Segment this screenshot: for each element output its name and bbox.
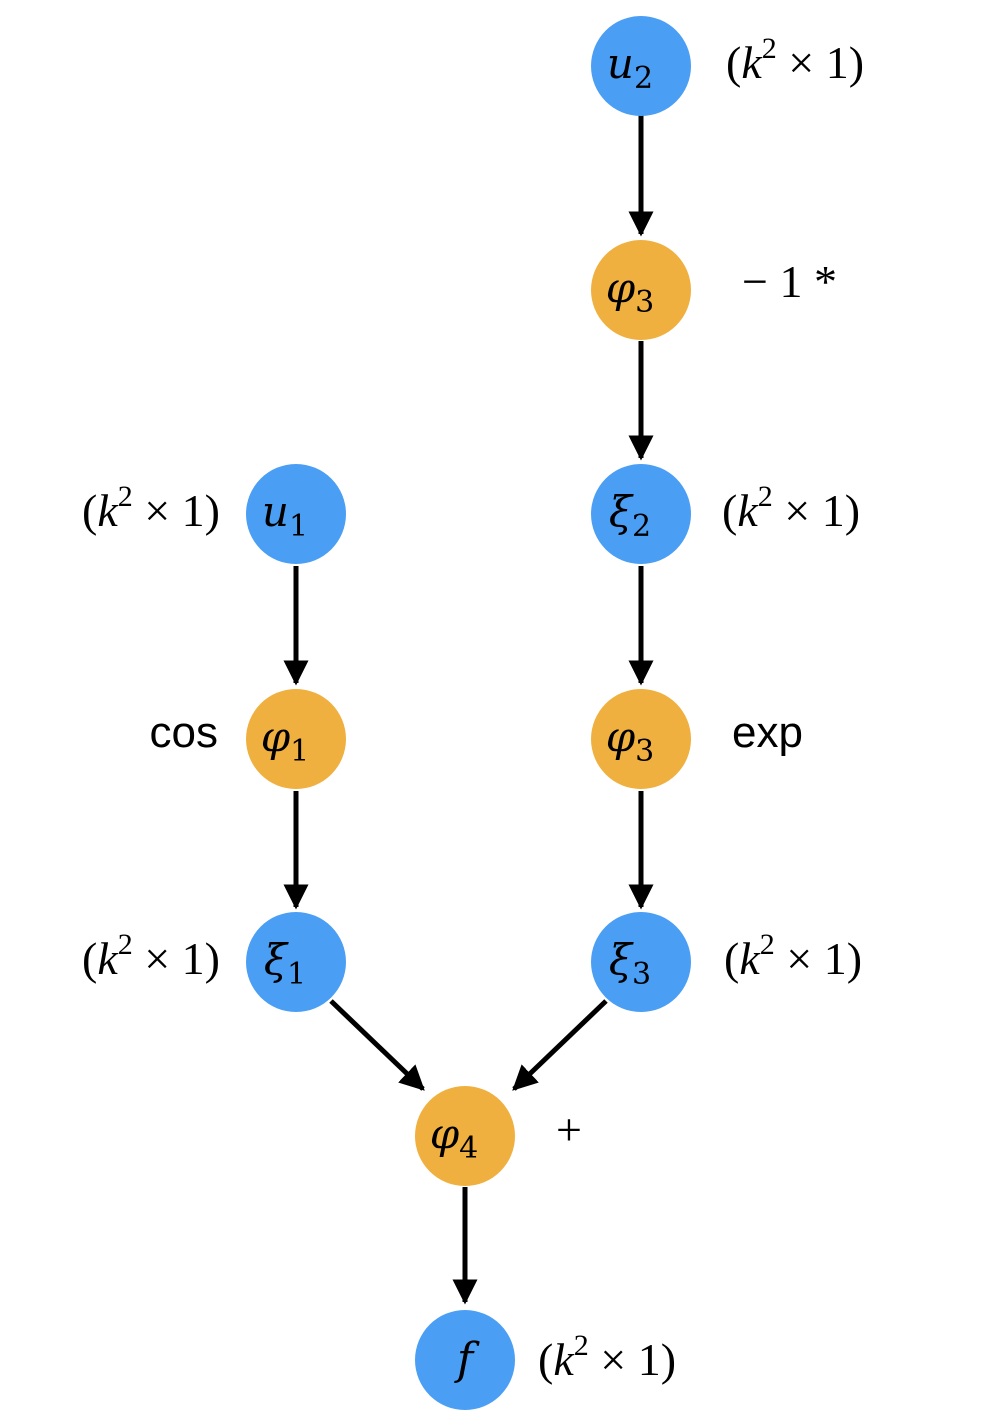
variable-node-circle	[591, 16, 691, 116]
node-symbol: u1	[262, 487, 308, 544]
node-f: f (k2 × 1)	[415, 1310, 676, 1410]
operation-label: cos	[150, 708, 218, 757]
node-u2: u2 (k2 × 1)	[591, 16, 864, 116]
shape-label: (k2 × 1)	[82, 480, 220, 536]
operation-label: − 1 *	[742, 256, 837, 307]
variable-node-circle	[591, 912, 691, 1012]
node-phi3-negate: φ3 − 1 *	[591, 240, 837, 340]
node-phi4-add: φ4 +	[415, 1086, 582, 1186]
shape-label: (k2 × 1)	[724, 928, 862, 984]
shape-label: (k2 × 1)	[726, 32, 864, 88]
shape-label: (k2 × 1)	[722, 480, 860, 536]
node-symbol: φ3	[606, 263, 655, 320]
node-symbol: u2	[607, 39, 653, 96]
node-symbol: ξ1	[264, 935, 306, 992]
operation-label: +	[556, 1104, 582, 1155]
node-symbol: φ3	[606, 712, 655, 769]
edge-xi3-to-phi4	[512, 999, 608, 1091]
variable-node-circle	[591, 464, 691, 564]
node-symbol: φ1	[261, 712, 310, 769]
edge-xi1-to-phi4	[329, 999, 425, 1091]
node-symbol: φ4	[430, 1109, 479, 1166]
node-phi1-cos: φ1 cos	[150, 689, 346, 789]
operation-label: exp	[732, 708, 803, 757]
variable-node-circle	[415, 1310, 515, 1410]
operation-node-circle	[591, 689, 691, 789]
node-symbol: ξ2	[609, 487, 651, 544]
node-symbol: ξ3	[609, 935, 651, 992]
node-xi1: ξ1 (k2 × 1)	[82, 912, 346, 1012]
variable-node-circle	[246, 912, 346, 1012]
operation-node-circle	[246, 689, 346, 789]
node-xi3: ξ3 (k2 × 1)	[591, 912, 862, 1012]
node-phi3-exp: φ3 exp	[591, 689, 803, 789]
node-xi2: ξ2 (k2 × 1)	[591, 464, 860, 564]
operation-node-circle	[591, 240, 691, 340]
shape-label: (k2 × 1)	[82, 928, 220, 984]
operation-node-circle	[415, 1086, 515, 1186]
variable-node-circle	[246, 464, 346, 564]
edges	[283, 115, 654, 1305]
node-u1: u1 (k2 × 1)	[82, 464, 346, 564]
shape-label: (k2 × 1)	[538, 1329, 676, 1385]
